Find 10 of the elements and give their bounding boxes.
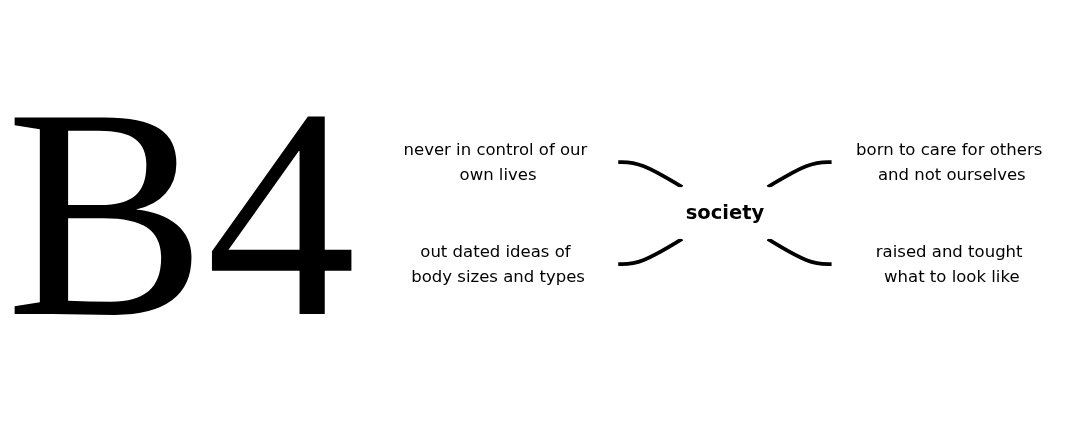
node-text: raised and tought what to look like — [875, 242, 1023, 286]
node-text: society — [685, 201, 765, 224]
node-text: born to care for others and not ourselves — [856, 140, 1043, 184]
title: B4 — [5, 63, 358, 363]
node-text: out dated ideas of body sizes and types — [411, 242, 586, 286]
connector — [618, 237, 684, 266]
connector — [766, 160, 832, 189]
connector — [618, 160, 684, 189]
node-text: never in control of our own lives — [403, 140, 588, 184]
connector — [766, 237, 832, 266]
